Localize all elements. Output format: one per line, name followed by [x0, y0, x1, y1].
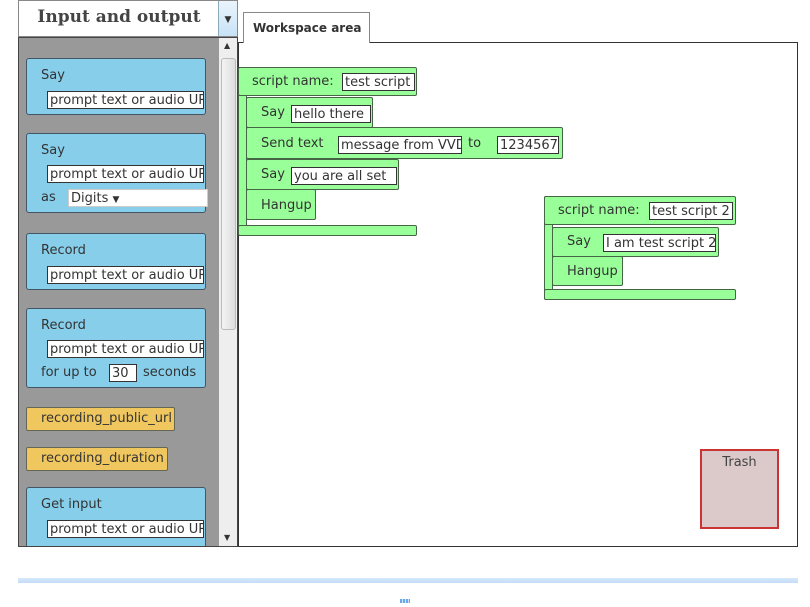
block-label: recording_duration [41, 451, 164, 466]
say-text-field[interactable]: hello there [291, 105, 371, 123]
phone-number-field[interactable]: 1234567 [497, 136, 559, 154]
block-label: Send text [261, 136, 324, 151]
category-dropdown[interactable]: Input and output ▼ [18, 0, 238, 37]
script2-hat-block[interactable]: script name: test script 2 [544, 196, 736, 225]
say-block[interactable]: Say you are all set [246, 159, 399, 190]
say-block[interactable]: Say I am test script 2 [552, 227, 719, 257]
block-label: recording_public_url [41, 411, 172, 426]
hangup-block[interactable]: Hangup [246, 189, 316, 220]
script-name-field[interactable]: test script [342, 73, 415, 91]
say-block[interactable]: Say hello there [246, 97, 373, 128]
prompt-field[interactable]: prompt text or audio UR [47, 165, 204, 183]
prompt-field[interactable]: prompt text or audio UR [47, 266, 204, 284]
say-text-field[interactable]: I am test script 2 [603, 234, 716, 252]
palette-say-block[interactable]: Say prompt text or audio UR [26, 58, 206, 115]
send-text-block[interactable]: Send text message from VVD to 1234567 [246, 127, 563, 159]
block-label: Say [41, 143, 65, 158]
mode-value: Digits [71, 191, 109, 206]
palette-record-block[interactable]: Record prompt text or audio UR [26, 233, 206, 290]
seconds-label: seconds [143, 365, 197, 380]
script-name-label: script name: [252, 74, 334, 89]
prompt-field[interactable]: prompt text or audio UR [47, 520, 204, 538]
block-label: Say [261, 105, 285, 120]
chevron-down-icon[interactable]: ▼ [218, 1, 237, 36]
scroll-up-icon[interactable]: ▲ [224, 41, 231, 50]
palette-get-input-block[interactable]: Get input prompt text or audio UR [26, 487, 206, 546]
prompt-field[interactable]: prompt text or audio UR [47, 91, 204, 109]
chevron-down-icon: ▼ [112, 195, 120, 205]
block-label: Record [41, 318, 86, 333]
script-name-label: script name: [558, 203, 640, 218]
category-title: Input and output [37, 7, 201, 27]
seconds-field[interactable]: 30 [109, 364, 137, 382]
prompt-field[interactable]: prompt text or audio UR [47, 340, 204, 358]
block-label: Hangup [567, 264, 618, 279]
palette-recording-public-url-block[interactable]: recording_public_url [26, 407, 175, 431]
block-label: Get input [41, 497, 102, 512]
palette-scrollbar[interactable]: ▲ ▼ [219, 38, 237, 546]
script1-footer [238, 225, 417, 236]
resize-grip-icon[interactable] [400, 599, 410, 603]
block-label: Say [567, 234, 591, 249]
scrollbar-thumb[interactable] [221, 58, 236, 330]
scroll-down-icon[interactable]: ▼ [224, 533, 231, 542]
mode-select[interactable]: Digits ▼ [68, 189, 208, 207]
block-label: Hangup [261, 198, 312, 213]
block-palette: Say prompt text or audio UR Say prompt t… [18, 37, 238, 547]
for-label: for up to [41, 365, 97, 380]
say-text-field[interactable]: you are all set [291, 167, 397, 185]
block-label: Say [261, 167, 285, 182]
script1-hat-block[interactable]: script name: test script [238, 67, 417, 96]
trash-can[interactable]: Trash [700, 449, 779, 529]
to-label: to [468, 136, 482, 151]
block-label: Record [41, 243, 86, 258]
palette-record-upto-block[interactable]: Record prompt text or audio UR for up to… [26, 308, 206, 388]
hangup-block[interactable]: Hangup [552, 256, 623, 286]
palette-say-as-block[interactable]: Say prompt text or audio UR as Digits ▼ [26, 133, 208, 213]
tab-workspace-area[interactable]: Workspace area [243, 12, 370, 43]
palette-recording-duration-block[interactable]: recording_duration [26, 447, 168, 471]
splitter-bar[interactable] [18, 578, 798, 583]
script2-footer [544, 289, 736, 300]
as-label: as [41, 190, 56, 205]
script-name-field[interactable]: test script 2 [649, 202, 733, 220]
message-field[interactable]: message from VVD [338, 136, 462, 154]
block-label: Say [41, 68, 65, 83]
